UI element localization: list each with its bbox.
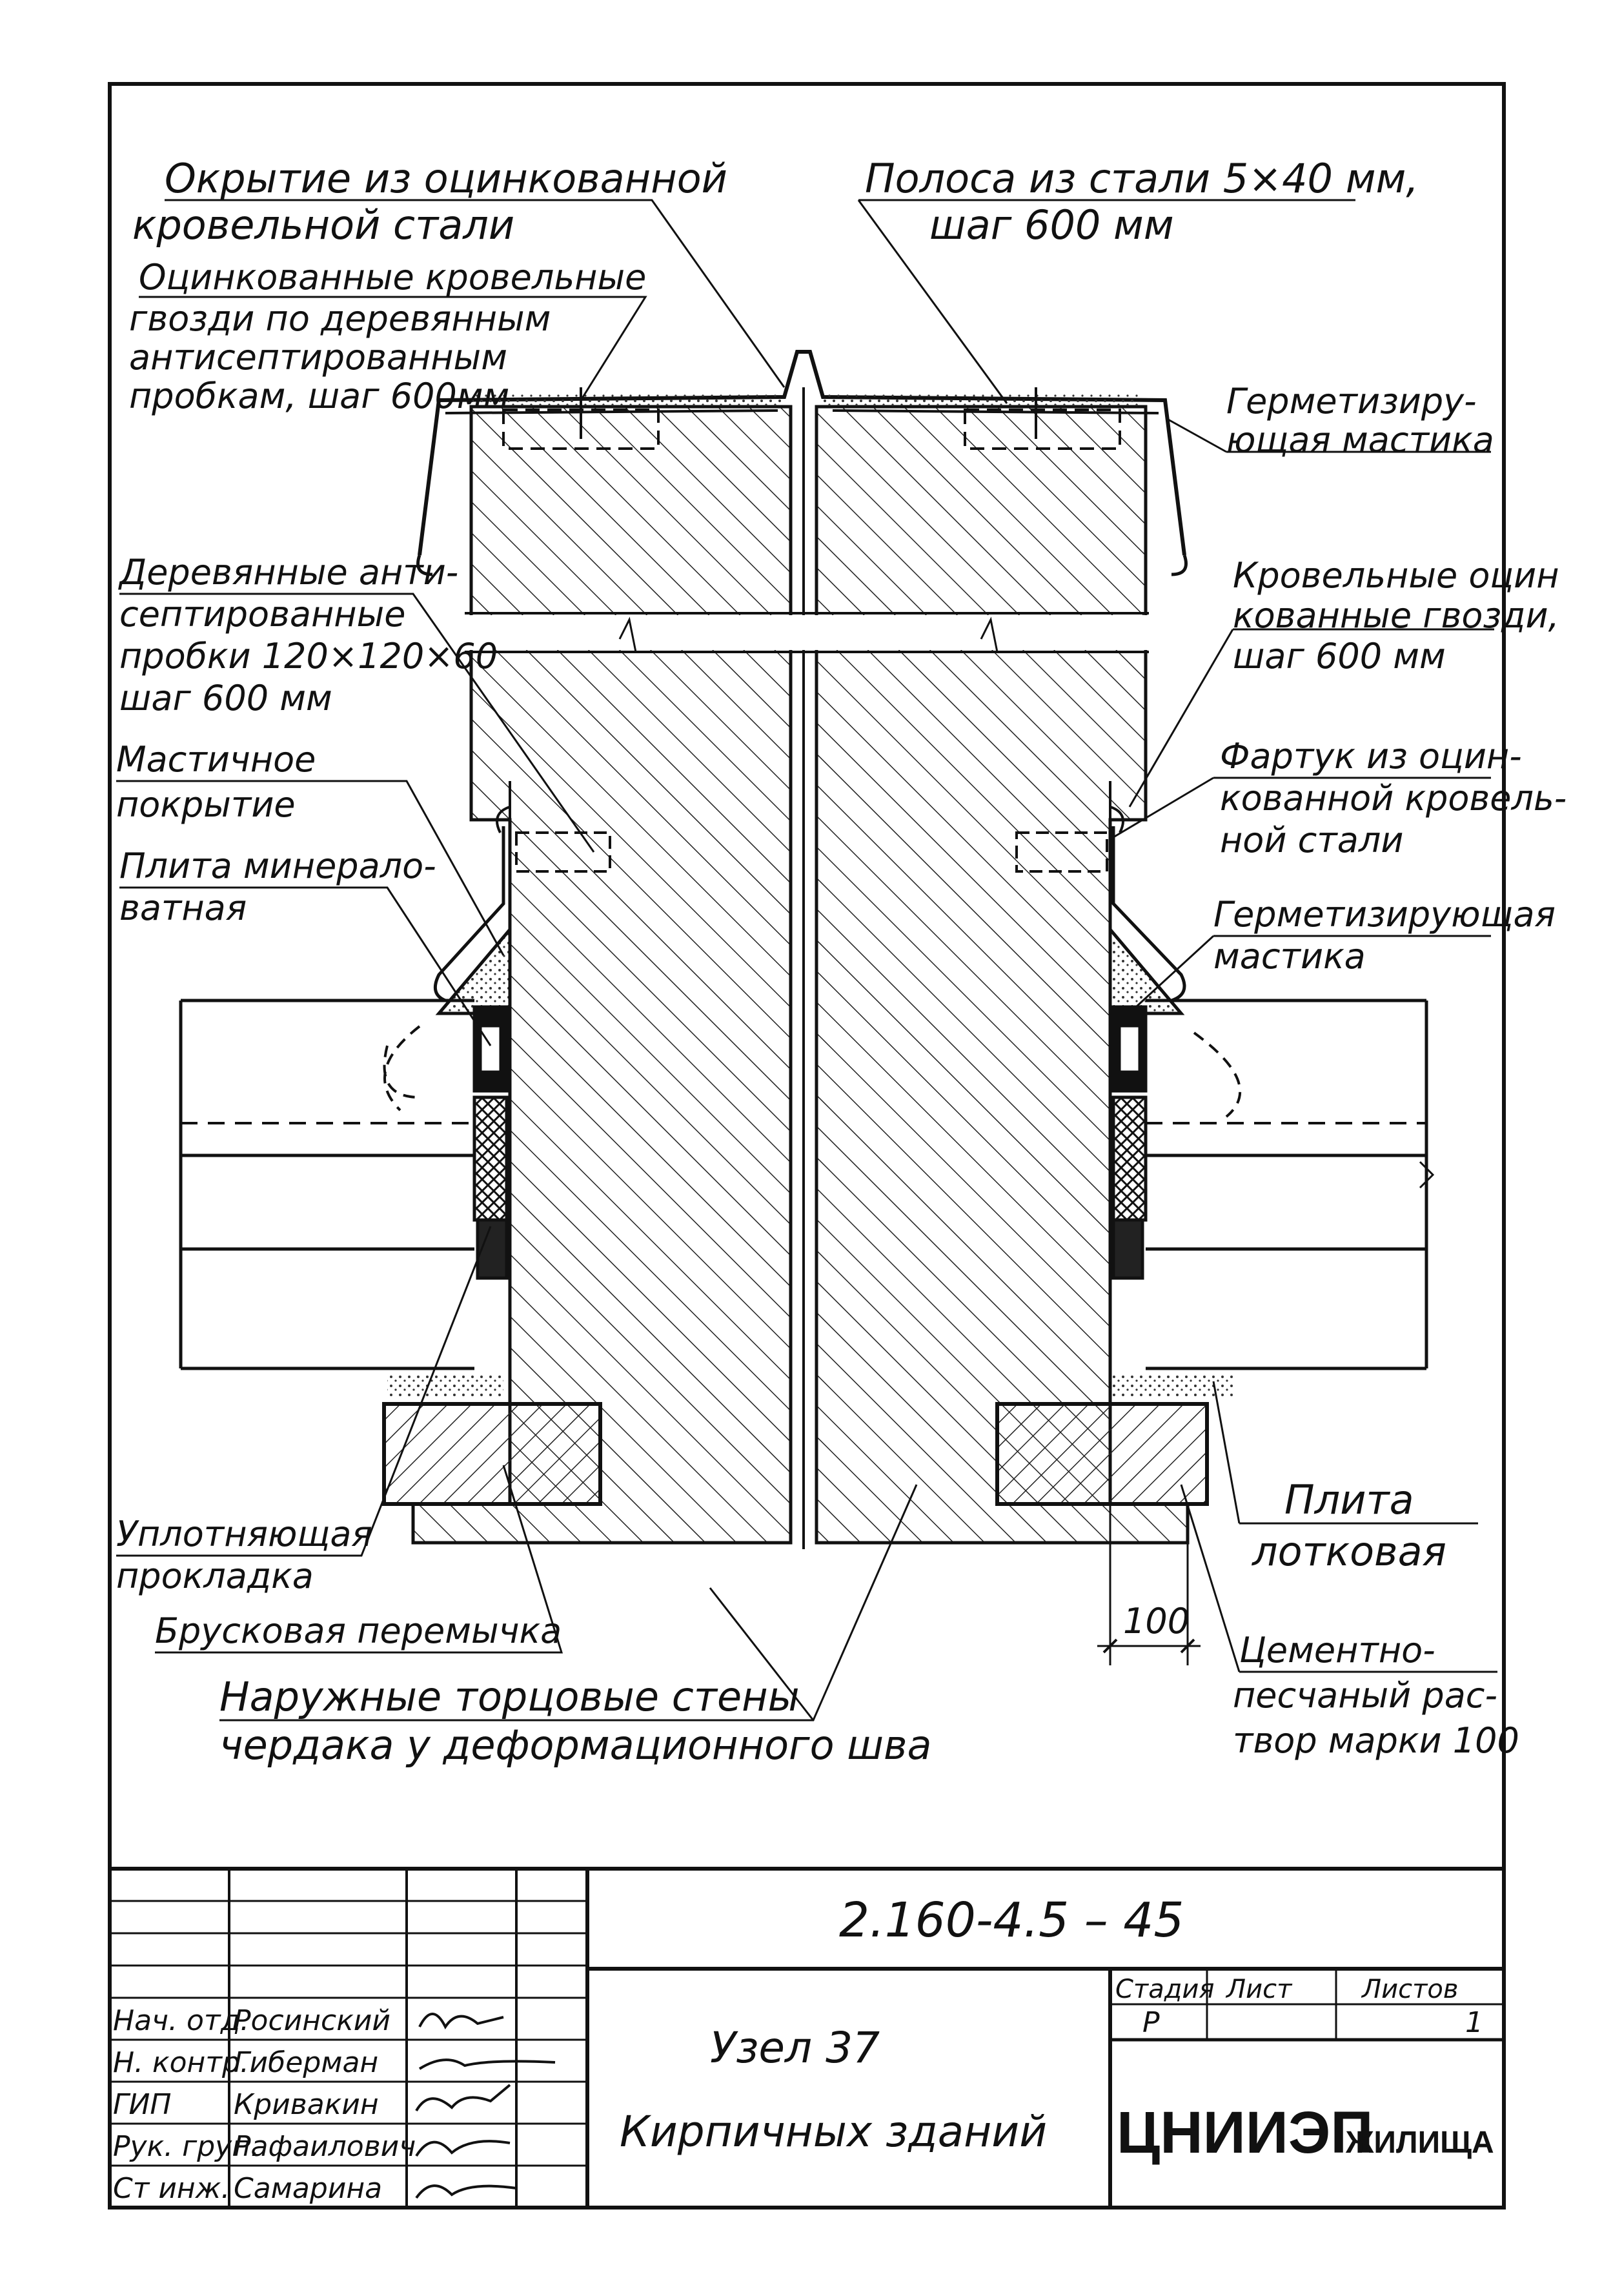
wood-plug-left — [515, 831, 611, 873]
lintel-left — [382, 1402, 602, 1506]
org-logo-sub: ЖИЛИЩА — [1345, 2126, 1494, 2160]
label-sealing-top: ющая мастика — [1226, 420, 1494, 460]
gasket-right — [1111, 1095, 1148, 1222]
label-apron: ной стали — [1220, 820, 1403, 860]
role-label: Нач. отд. — [113, 2004, 249, 2037]
slab-left — [179, 999, 474, 1370]
dimension-100 — [1097, 1504, 1201, 1665]
label-mortar: Цементно- — [1239, 1630, 1435, 1671]
drawing-subtitle: Кирпичных зданий — [620, 2107, 1047, 2157]
label-roof-nails: шаг 600 мм — [1233, 636, 1446, 676]
label-gasket: прокладка — [116, 1556, 314, 1596]
lintel-right — [995, 1402, 1209, 1506]
person-name: Гиберман — [234, 2046, 378, 2079]
label-mortar: твор марки 100 — [1233, 1720, 1519, 1761]
mineral-wool-left — [472, 1005, 509, 1093]
label-plugs: Деревянные анти- — [118, 552, 458, 593]
label-mastic-cover: Мастичное — [116, 739, 316, 780]
wood-plug-right — [1015, 831, 1108, 873]
label-sealing-top: Герметизиру- — [1226, 381, 1477, 422]
wood-plug-top-right — [964, 409, 1121, 450]
person-name: Росинский — [234, 2004, 390, 2037]
label-roof-nails: Кровельные оцин — [1233, 555, 1559, 596]
person-name: Рафаилович — [234, 2130, 416, 2163]
label-nails: гвозди по деревянным — [129, 298, 551, 339]
label-dimension: 100 — [1123, 1601, 1190, 1641]
label-lintel: Брусковая перемычка — [155, 1610, 562, 1651]
title-block — [110, 1867, 1504, 2208]
section-drawing — [116, 199, 1497, 1722]
label-nails: Оцинкованные кровельные — [139, 257, 646, 298]
label-mineral: Плита минерало- — [119, 846, 436, 886]
label-plugs: пробки 120×120×60 — [119, 636, 498, 676]
label-walls: Наружные торцовые стены — [219, 1673, 800, 1720]
sheets-value: 1 — [1465, 2006, 1483, 2039]
label-sealing-right: мастика — [1213, 936, 1366, 977]
label-apron: Фартук из оцин- — [1220, 736, 1522, 777]
apron-right — [1111, 826, 1186, 1002]
mineral-wool-right — [1111, 1005, 1148, 1093]
label-gasket: Уплотняющая — [116, 1514, 372, 1554]
label-mortar: песчаный рас- — [1233, 1675, 1497, 1716]
label-tray: Плита — [1284, 1476, 1414, 1523]
label-mineral: ватная — [119, 888, 247, 928]
label-apron: кованной кровель- — [1220, 778, 1567, 818]
label-nails: антисептированным — [129, 337, 507, 378]
label-roof-nails: кованные гвозди, — [1233, 595, 1559, 636]
role-label: Рук. груп. — [113, 2130, 259, 2163]
label-nails: пробкам, шаг 600мм — [129, 376, 509, 416]
label-roof-cover: Окрытие из оцинкованной — [165, 155, 727, 202]
person-name: Самарина — [234, 2172, 382, 2205]
label-plugs: септированные — [119, 594, 405, 635]
label-roof-cover: кровельной стали — [132, 201, 514, 249]
drawing-code: 2.160-4.5 – 45 — [839, 1893, 1184, 1948]
slab-right — [1146, 999, 1428, 1370]
sheets-header: Листов — [1361, 1975, 1458, 2004]
gasket-left — [472, 1095, 509, 1222]
label-mastic-cover: покрытие — [116, 784, 296, 825]
role-label: Ст инж. — [113, 2172, 230, 2205]
stage-header: Стадия — [1115, 1975, 1214, 2004]
label-plugs: шаг 600 мм — [119, 678, 332, 718]
role-label: ГИП — [113, 2088, 172, 2121]
org-logo: ЦНИИЭП — [1117, 2100, 1373, 2166]
label-strip: шаг 600 мм — [929, 201, 1174, 249]
sheet-header: Лист — [1225, 1975, 1293, 2004]
drawing-title: Узел 37 — [710, 2023, 880, 2073]
role-label: Н. контр. — [113, 2046, 249, 2079]
apron-left — [433, 826, 505, 1002]
steel-strip — [445, 409, 1159, 414]
sheet-frame — [108, 82, 1506, 2210]
person-name: Кривакин — [234, 2088, 379, 2121]
label-strip: Полоса из стали 5×40 мм, — [865, 155, 1419, 202]
label-tray: лотковая — [1252, 1528, 1446, 1575]
stage-value: Р — [1142, 2006, 1160, 2039]
label-walls: чердака у деформационного шва — [219, 1722, 932, 1769]
signatures — [415, 2013, 556, 2199]
label-sealing-right: Герметизирующая — [1213, 894, 1556, 935]
